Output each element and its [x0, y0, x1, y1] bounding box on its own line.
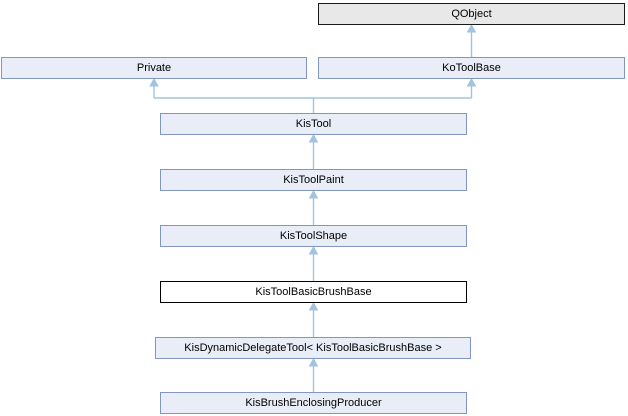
inheritance-arrow — [466, 23, 477, 57]
class-node-qobject: QObject — [318, 3, 625, 25]
inheritance-arrow — [308, 357, 319, 392]
class-node-private[interactable]: Private — [1, 57, 307, 79]
inheritance-arrow — [308, 301, 319, 337]
inheritance-arrow — [308, 133, 319, 169]
inheritance-arrow — [308, 245, 319, 281]
class-node-kistool[interactable]: KisTool — [160, 113, 467, 135]
inheritance-arrow — [149, 77, 477, 113]
inheritance-arrow — [308, 189, 319, 225]
class-node-kotoolbase[interactable]: KoToolBase — [318, 57, 625, 79]
class-node-kistoolbasicbrushbase-current: KisToolBasicBrushBase — [160, 281, 467, 303]
class-node-kistoolpaint[interactable]: KisToolPaint — [160, 169, 467, 191]
class-node-kisbrushenclosingproducer[interactable]: KisBrushEnclosingProducer — [160, 392, 467, 414]
class-node-kisdynamicdelegatetool[interactable]: KisDynamicDelegateTool< KisToolBasicBrus… — [155, 337, 471, 359]
class-node-kistoolshape[interactable]: KisToolShape — [160, 225, 467, 247]
